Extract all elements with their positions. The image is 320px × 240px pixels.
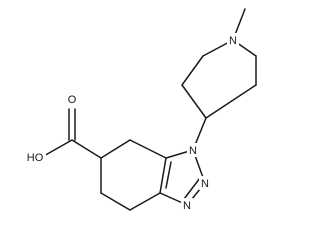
- bond-ccooh-oh: [41, 139, 73, 158]
- molecule-figure: N N N N HO O: [24, 8, 257, 212]
- bond-c3a-c7a-double: [165, 161, 172, 189]
- atom-carbonyl-oxygen: O: [68, 94, 77, 106]
- bond-c5-c4: [100, 192, 131, 211]
- atom-n2: N: [201, 178, 209, 190]
- bond-pip-c4-c5: [205, 84, 257, 119]
- bond-pip-c2-c3: [181, 55, 204, 86]
- bonds: [41, 8, 257, 211]
- bond-c6-ccooh: [71, 139, 102, 159]
- bond-c7-c6: [100, 139, 131, 159]
- bond-c3a-c7a: [159, 157, 167, 194]
- atom-labels: N N N N HO O: [24, 33, 239, 212]
- atom-n3: N: [183, 200, 191, 212]
- bond-c4-c3a: [129, 192, 161, 211]
- bond-pip-c3-c4: [181, 84, 207, 119]
- bond-c7a-c7: [129, 139, 167, 159]
- atom-n1: N: [189, 145, 197, 157]
- atom-n-methyl: N: [229, 35, 237, 47]
- atom-hydroxyl: HO: [27, 152, 44, 164]
- bond-n2-n3-double: [183, 177, 201, 200]
- molecule-structure: N N N N HO O: [24, 8, 257, 212]
